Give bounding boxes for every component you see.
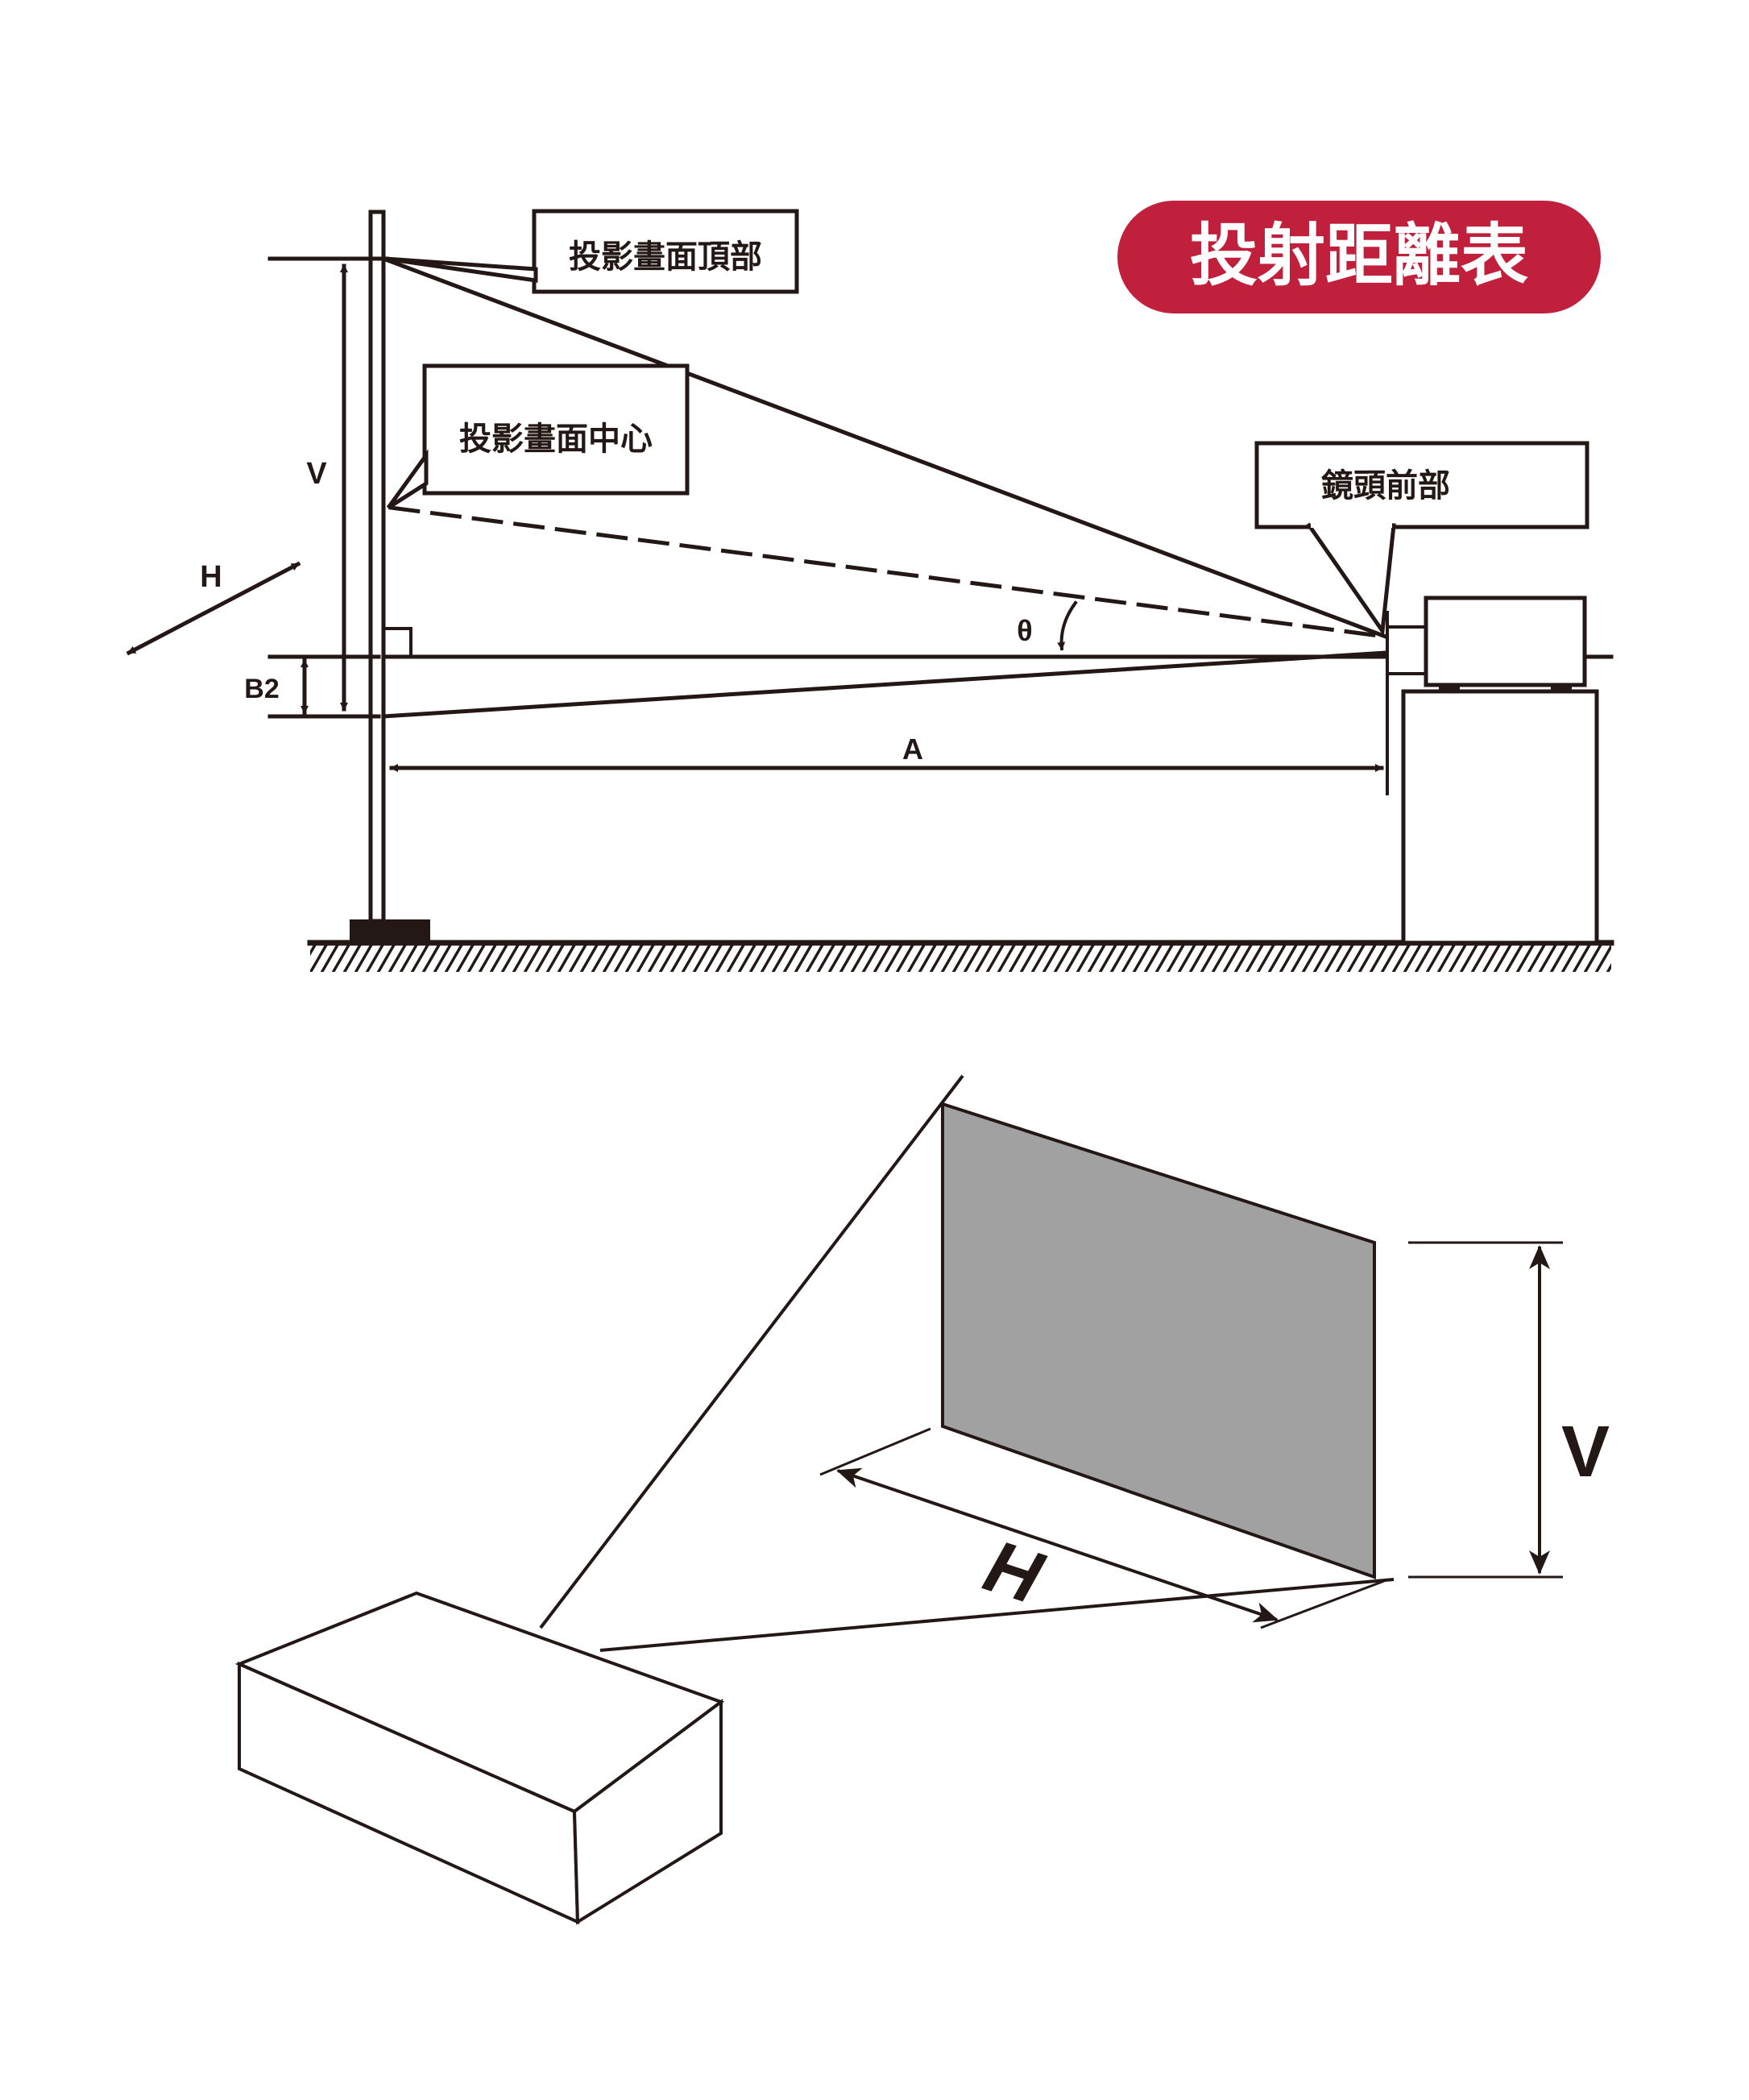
h-extension-right	[1260, 1579, 1385, 1629]
label-screen-center: 投影畫面中心	[459, 421, 653, 457]
projector-box-side	[572, 1699, 723, 1925]
projected-screen	[941, 1102, 1376, 1579]
label-h-perspective: H	[975, 1525, 1053, 1620]
ground-hatching	[310, 944, 1611, 972]
projector-body	[1424, 596, 1587, 687]
ray-to-screen-top	[380, 255, 1389, 640]
h-diagonal-arrow	[126, 561, 301, 656]
ray-to-screen-center	[388, 505, 1388, 639]
side-view-labels: 投影畫面頂部 投影畫面中心 鏡頭前部 V H B2 A θ	[200, 239, 1450, 766]
theta-arc	[1057, 600, 1078, 651]
label-b2: B2	[244, 674, 279, 704]
title-text: 投射距離表	[1190, 218, 1528, 293]
callout-screen-center-pointer	[386, 449, 429, 510]
label-v-perspective: V	[1561, 1412, 1610, 1492]
right-angle-marker	[382, 627, 412, 658]
callout-screen-center	[422, 363, 690, 496]
h-dimension-arrow	[836, 1467, 1279, 1623]
ray-to-screen-bottom	[381, 650, 1388, 719]
projector-foot-left	[1439, 685, 1460, 691]
label-theta: θ	[1017, 614, 1032, 647]
callout-lens-front-pointer	[1306, 522, 1396, 637]
beam-top-line	[539, 1074, 964, 1629]
projector-lens	[1386, 625, 1428, 675]
callout-lens-front	[1254, 441, 1589, 529]
callout-screen-top-pointer	[384, 256, 538, 283]
label-a: A	[902, 733, 923, 766]
title-badge-bg	[1117, 201, 1601, 313]
label-v-side: V	[306, 457, 327, 491]
label-lens-front: 鏡頭前部	[1321, 468, 1450, 504]
callout-screen-top	[532, 209, 799, 294]
title-badge: 投射距離表	[1117, 201, 1601, 313]
screen-stand-base	[350, 919, 430, 944]
projector-foot-right	[1551, 685, 1572, 691]
h-extension-left	[819, 1427, 931, 1476]
perspective-diagram	[234, 1074, 1563, 1925]
label-h-side: H	[200, 560, 222, 594]
screen-pole	[368, 210, 386, 923]
projector-table	[1401, 689, 1599, 945]
side-view-diagram	[126, 209, 1614, 972]
label-screen-top: 投影畫面頂部	[569, 239, 762, 275]
